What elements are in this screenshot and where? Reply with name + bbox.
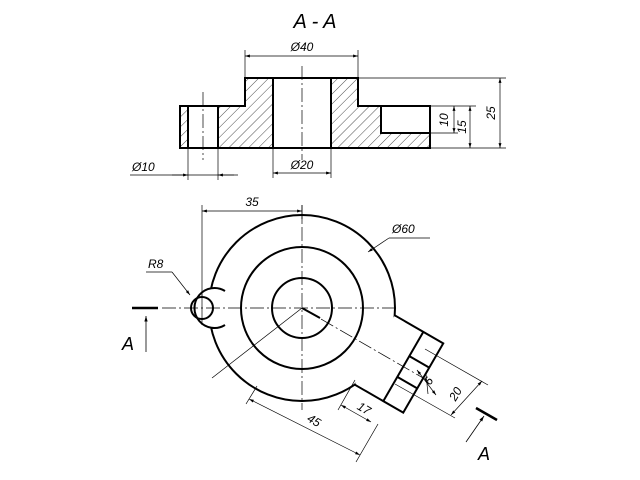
dim-outer-diameter-plan: Ø60 bbox=[391, 222, 415, 236]
dim-slot-width: 6 bbox=[421, 374, 437, 387]
dim-height-mid: 15 bbox=[455, 120, 469, 134]
dim-slot-length: 17 bbox=[355, 399, 375, 418]
section-view: Ø40 Ø20 Ø10 25 15 10 bbox=[130, 40, 506, 180]
section-label-right: A bbox=[477, 444, 490, 464]
dim-height-slot: 10 bbox=[437, 113, 451, 127]
dim-height-total: 25 bbox=[484, 106, 498, 121]
dim-ear-offset: 35 bbox=[245, 195, 259, 209]
section-label-left: A bbox=[121, 334, 134, 354]
dim-bore-diameter: Ø20 bbox=[290, 158, 314, 172]
section-outline bbox=[179, 77, 431, 149]
section-hatch-left bbox=[218, 78, 273, 148]
section-hatch-ear bbox=[180, 106, 188, 148]
section-slot bbox=[381, 106, 430, 133]
dim-small-hole-diameter: Ø10 bbox=[131, 160, 155, 174]
dim-ear-radius: R8 bbox=[148, 257, 164, 271]
section-title: A - A bbox=[293, 11, 337, 33]
dim-outer-diameter: Ø40 bbox=[290, 40, 314, 54]
plan-view: 35 R8 Ø60 A A 45 17 20 6 bbox=[121, 195, 498, 464]
dim-tab-width: 20 bbox=[446, 384, 465, 404]
dim-tab-length: 45 bbox=[305, 411, 324, 430]
